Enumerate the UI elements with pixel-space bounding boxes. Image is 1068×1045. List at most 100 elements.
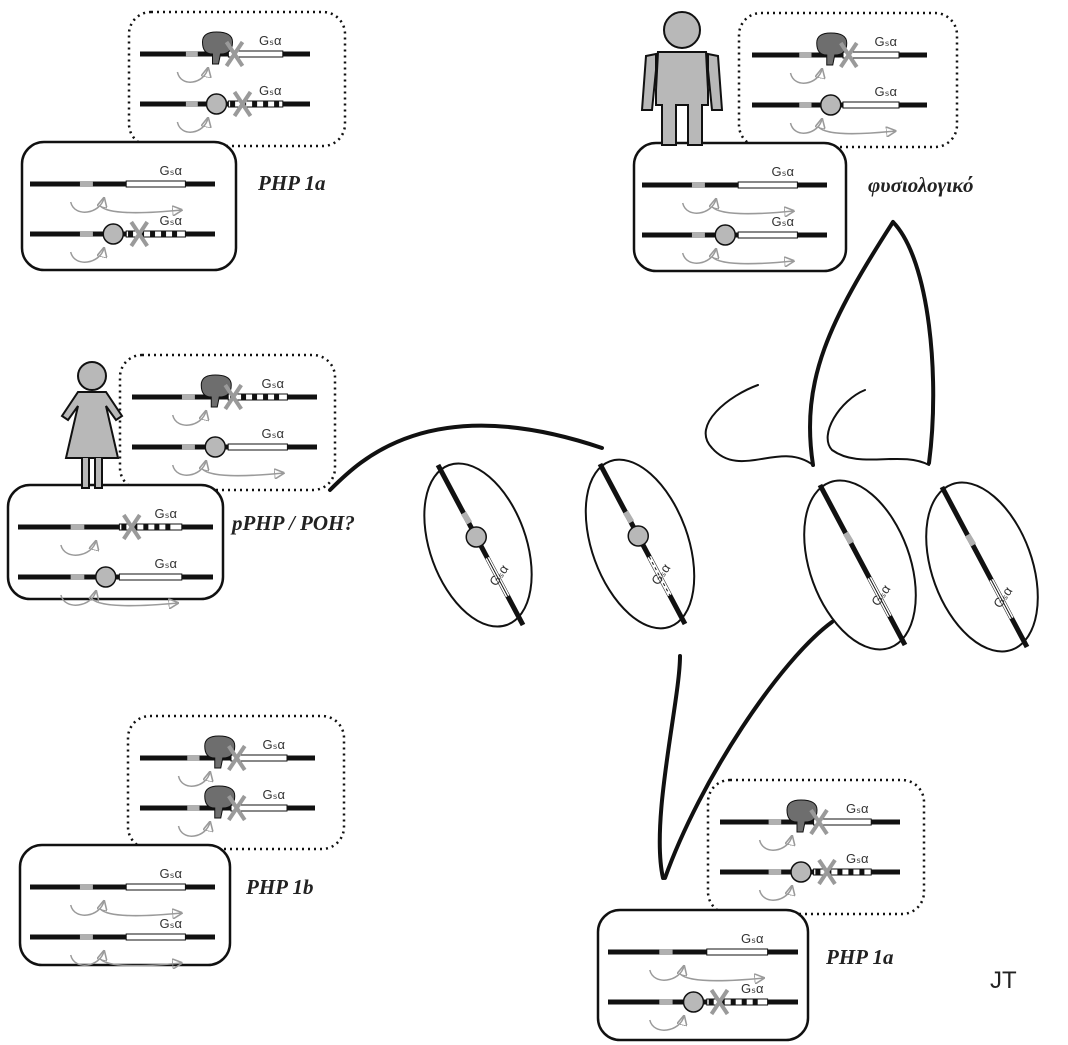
sperm-tail-2 <box>826 389 930 466</box>
methyl-circle-icon <box>204 436 226 458</box>
gene-label: Gₛα <box>772 164 795 179</box>
methyl-circle-icon <box>95 566 117 588</box>
loop-arrow-icon <box>789 119 823 134</box>
label-php1a-top: PHP 1a <box>257 171 325 195</box>
paternal-box <box>596 908 810 1042</box>
loop-arrow-icon <box>649 1016 684 1031</box>
x-mark-icon <box>223 383 243 411</box>
gene-label: Gₛα <box>263 737 286 752</box>
x-mark-icon <box>122 513 142 541</box>
signature: JT <box>990 967 1017 994</box>
gamete-1: Gₛα <box>423 462 533 628</box>
gamete-4: Gₛα <box>925 481 1039 653</box>
x-mark-icon <box>227 744 247 772</box>
methyl-circle-icon <box>205 93 228 115</box>
loop-arrow-icon <box>171 411 206 426</box>
gene-label: Gₛα <box>263 787 286 802</box>
x-mark-icon <box>227 794 247 822</box>
paternal-box <box>632 141 848 273</box>
maternal-box <box>126 714 346 851</box>
gamete-3: Gₛα <box>803 479 917 651</box>
x-mark-icon <box>839 41 859 69</box>
male-parent-icon <box>640 11 724 146</box>
label-php1b: PHP 1b <box>245 875 313 899</box>
gamete-2: Gₛα <box>584 458 696 630</box>
gene-label: Gₛα <box>160 213 183 228</box>
loop-arrow-icon <box>69 198 104 213</box>
female-parent-icon <box>60 361 124 489</box>
gene-label: Gₛα <box>846 851 869 866</box>
methyl-circle-icon <box>465 526 487 548</box>
imprint-blob-icon <box>204 735 236 769</box>
loop-arrow-icon <box>789 69 823 84</box>
loop-arrow-icon <box>758 886 792 901</box>
imprint-blob-icon <box>200 374 232 408</box>
x-mark-icon <box>809 808 829 836</box>
gene-label: Gₛα <box>772 214 795 229</box>
gene-label: Gₛα <box>155 556 178 571</box>
paternal-box <box>18 843 232 967</box>
x-mark-icon <box>129 220 149 248</box>
loop-arrow-icon <box>60 541 96 556</box>
x-mark-icon <box>709 988 730 1016</box>
connector-lines <box>328 220 936 880</box>
imprint-blob-icon <box>204 785 236 819</box>
x-mark-icon <box>224 40 245 68</box>
connector-to-php1a-bottom-2 <box>663 620 834 880</box>
loop-arrow-icon <box>69 248 104 263</box>
methyl-circle-icon <box>682 991 705 1013</box>
loop-arrow-icon <box>681 199 716 214</box>
gene-label: Gₛα <box>846 801 869 816</box>
gene-label: Gₛα <box>741 931 764 946</box>
loop-arrow-icon <box>69 951 104 966</box>
loop-arrow-icon <box>681 249 716 264</box>
connector-to-normal-2 <box>891 220 936 465</box>
methyl-circle-icon <box>627 525 649 547</box>
gene-label: Gₛα <box>160 916 183 931</box>
imprint-blob-icon <box>816 32 848 66</box>
connector-to-pphp <box>328 423 604 492</box>
loop-arrow-icon <box>176 68 208 83</box>
label-php1a-bottom: PHP 1a <box>825 945 893 969</box>
paternal-box <box>6 483 225 601</box>
loop-arrow-icon <box>69 901 104 916</box>
loop-arrow-icon <box>177 772 211 787</box>
label-normal: φυσιολογικό <box>868 173 973 197</box>
imprint-blob-icon <box>786 799 818 833</box>
gene-label: Gₛα <box>875 34 898 49</box>
loop-arrow-icon <box>176 118 208 133</box>
imprint-blob-icon <box>201 31 234 65</box>
loop-arrow-icon <box>649 966 684 981</box>
connector-to-php1a-bottom <box>657 654 682 880</box>
gene-label: Gₛα <box>160 866 183 881</box>
panels: GₛαGₛαGₛαGₛαGₛαGₛαGₛαGₛαGₛαGₛαGₛαGₛαGₛαG… <box>6 10 959 1042</box>
maternal-box <box>737 11 959 149</box>
maternal-box <box>118 353 337 492</box>
sperm-tail-1 <box>704 384 814 466</box>
loop-arrow-icon <box>60 591 96 606</box>
loop-arrow-icon <box>758 836 792 851</box>
x-mark-icon <box>817 858 837 886</box>
methyl-circle-icon <box>790 861 812 883</box>
x-mark-icon <box>232 90 253 118</box>
gene-label: Gₛα <box>875 84 898 99</box>
methyl-circle-icon <box>102 223 124 245</box>
maternal-box <box>706 778 926 916</box>
gene-label: Gₛα <box>160 163 183 178</box>
gene-label: Gₛα <box>259 83 282 98</box>
loop-arrow-icon <box>177 822 211 837</box>
paternal-box <box>20 140 238 272</box>
maternal-box <box>127 10 347 148</box>
gene-label: Gₛα <box>155 506 178 521</box>
gene-label: Gₛα <box>259 33 282 48</box>
label-pphp-poh: pPHP / POH? <box>230 511 355 535</box>
methyl-circle-icon <box>714 224 736 246</box>
gene-label: Gₛα <box>262 426 285 441</box>
loop-arrow-icon <box>171 461 206 476</box>
